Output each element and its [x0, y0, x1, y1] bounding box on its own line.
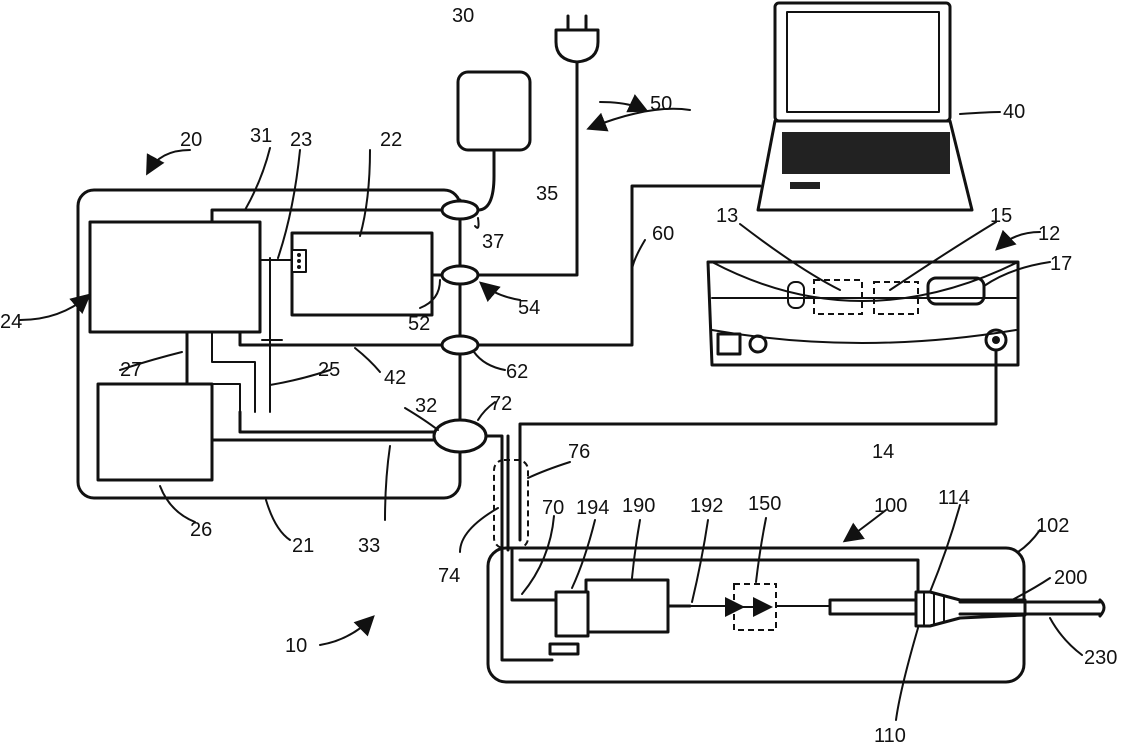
label-50: 50	[650, 93, 672, 115]
label-27: 27	[120, 359, 142, 381]
label-22: 22	[380, 129, 402, 151]
tube-76	[494, 460, 528, 548]
label-37: 37	[482, 231, 504, 253]
module-26	[98, 384, 212, 480]
wire-32	[240, 412, 438, 432]
wire-26-up	[212, 384, 240, 412]
label-192: 192	[690, 495, 723, 517]
label-110: 110	[874, 725, 906, 745]
port-72	[434, 420, 486, 452]
port-54	[442, 266, 478, 284]
label-102: 102	[1036, 515, 1069, 537]
label-20: 20	[180, 129, 202, 151]
label-21: 21	[292, 535, 314, 557]
label-100: 100	[874, 495, 907, 517]
cable-35	[478, 150, 494, 210]
label-32: 32	[415, 395, 437, 417]
laptop-screen	[775, 3, 950, 121]
label-42: 42	[384, 367, 406, 389]
label-33: 33	[358, 535, 380, 557]
label-54: 54	[518, 297, 540, 319]
port-37	[442, 201, 478, 219]
label-70: 70	[542, 497, 564, 519]
label-74: 74	[438, 565, 460, 587]
label-76: 76	[568, 441, 590, 463]
label-26: 26	[190, 519, 212, 541]
label-230: 230	[1084, 647, 1117, 669]
label-13: 13	[716, 205, 738, 227]
label-30: 30	[452, 5, 474, 27]
label-40: 40	[1003, 101, 1025, 123]
label-17: 17	[1050, 253, 1072, 275]
port-62	[442, 336, 478, 354]
label-190: 190	[622, 495, 655, 517]
label-12: 12	[1038, 223, 1060, 245]
label-150: 150	[748, 493, 781, 515]
laptop-keyboard	[782, 132, 950, 174]
wire-23	[260, 258, 292, 345]
label-14: 14	[872, 441, 894, 463]
label-200: 200	[1054, 567, 1087, 589]
label-24: 24	[0, 311, 22, 333]
label-23: 23	[290, 129, 312, 151]
label-31: 31	[250, 125, 272, 147]
plug-icon	[556, 30, 598, 62]
hub-114	[916, 592, 1025, 626]
label-52: 52	[408, 313, 430, 335]
motor-190	[586, 580, 668, 632]
label-194: 194	[576, 497, 609, 519]
module-22	[292, 233, 432, 315]
label-15: 15	[990, 205, 1012, 227]
module-24	[90, 222, 260, 332]
label-114: 114	[938, 487, 970, 509]
power-supply-30	[458, 72, 530, 150]
label-35: 35	[536, 183, 558, 205]
wire-31	[212, 210, 444, 222]
label-60: 60	[652, 223, 674, 245]
mount-194	[556, 592, 588, 636]
label-10: 10	[285, 635, 307, 657]
label-72: 72	[490, 393, 512, 415]
label-62: 62	[506, 361, 528, 383]
label-25: 25	[318, 359, 340, 381]
